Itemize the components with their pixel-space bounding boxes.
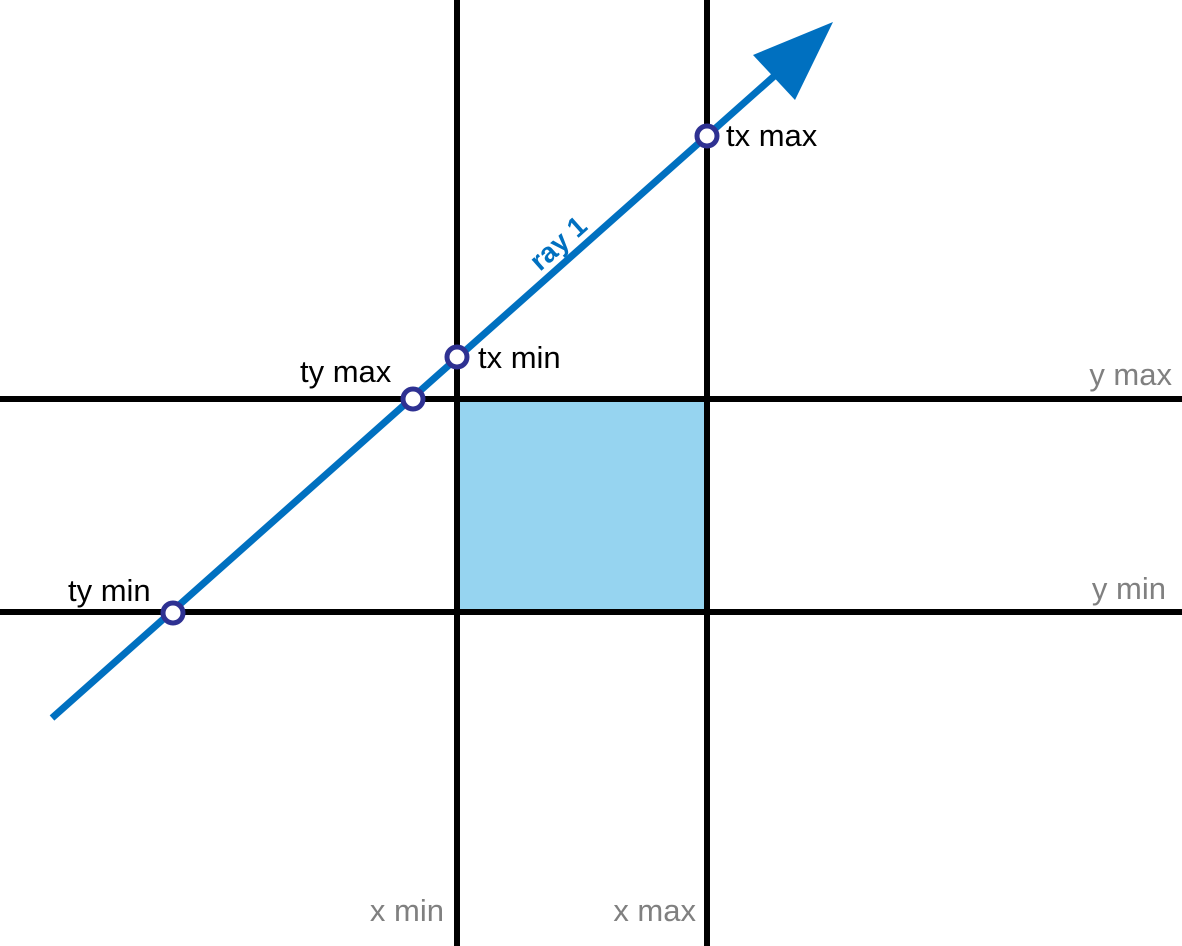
ty-max-marker [400, 386, 426, 412]
ty-max-label: ty max [300, 354, 392, 389]
ty-min-marker [160, 600, 186, 626]
x-min-label: x min [370, 893, 444, 928]
ray-arrowhead [753, 22, 833, 100]
bounding-box [457, 399, 707, 612]
tx-max-label: tx max [726, 118, 818, 153]
ty-min-label: ty min [68, 573, 151, 608]
x-max-label: x max [613, 893, 696, 928]
y-max-label: y max [1089, 357, 1172, 392]
y-min-label: y min [1092, 571, 1166, 606]
tx-min-label: tx min [478, 340, 561, 375]
tx-max-marker [694, 123, 720, 149]
tx-min-marker [444, 344, 470, 370]
